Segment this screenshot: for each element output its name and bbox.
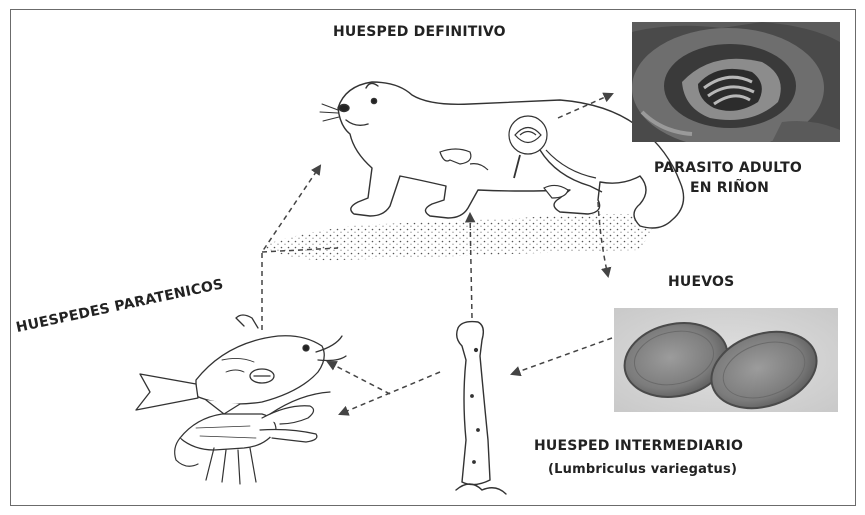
eggs-photo bbox=[614, 308, 838, 412]
label-intermediate-host: HUESPED INTERMEDIARIO bbox=[534, 438, 743, 454]
arrow-worm-to-crayfish bbox=[340, 372, 440, 414]
arrow-eggs-to-worm bbox=[512, 338, 612, 374]
arrow-worm-to-fish bbox=[328, 362, 390, 394]
label-adult-parasite-line2: EN RIÑON bbox=[690, 180, 769, 196]
crayfish-illustration bbox=[175, 392, 330, 484]
adult-parasite-photo bbox=[632, 22, 840, 142]
label-adult-parasite-line1: PARASITO ADULTO bbox=[654, 160, 802, 176]
mink-illustration bbox=[320, 82, 684, 228]
fish-illustration bbox=[136, 315, 346, 414]
label-intermediate-host-species: (Lumbriculus variegatus) bbox=[548, 462, 737, 477]
label-eggs: HUEVOS bbox=[668, 274, 734, 290]
ground-patch bbox=[262, 214, 660, 260]
label-definitive-host: HUESPED DEFINITIVO bbox=[333, 24, 506, 40]
worm-illustration bbox=[456, 322, 506, 494]
